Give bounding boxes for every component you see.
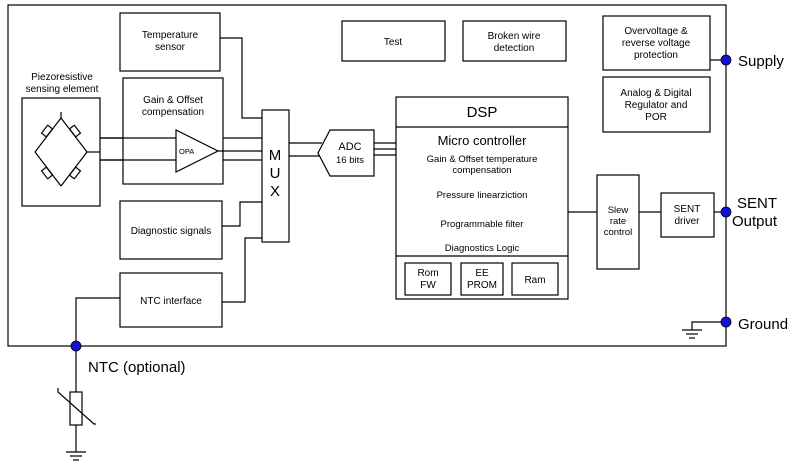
- wheatstone-bridge: [34, 112, 100, 187]
- regulator-block: [602, 76, 711, 133]
- slew-rate-block: [596, 174, 640, 270]
- opa-amplifier: [175, 129, 220, 173]
- ram-label: Ram: [524, 275, 545, 286]
- ntc-optional-label: NTC (optional): [88, 359, 186, 376]
- rom-label-1: Rom: [417, 268, 438, 279]
- temperature-sensor-block: [119, 12, 221, 72]
- temperature-sensor-label-1: Temperature: [142, 30, 199, 41]
- supply-pin: [720, 54, 732, 66]
- piezo-label-2: sensing element: [26, 84, 99, 95]
- ram-block: [511, 262, 559, 296]
- sent-output-label-1: SENT: [737, 195, 777, 212]
- broken-wire-block: [462, 20, 567, 62]
- slew-label-3: control: [604, 227, 633, 238]
- sent-driver-label-1: SENT: [674, 204, 701, 215]
- opa-label: OPA: [179, 147, 194, 156]
- diagnostic-signals-block: [119, 200, 223, 260]
- ground-label: Ground: [738, 316, 788, 333]
- regulator-label-3: POR: [645, 112, 667, 123]
- sent-driver-label-2: driver: [674, 216, 700, 227]
- mux-letter-u: U: [270, 165, 281, 182]
- overvoltage-label-2: reverse voltage: [622, 38, 691, 49]
- chip-boundary: [7, 4, 727, 347]
- overvoltage-block: [602, 15, 711, 71]
- eeprom-label-1: EE: [475, 268, 489, 279]
- overvoltage-label-1: Overvoltage &: [624, 26, 688, 37]
- adc-bits-label: 16 bits: [336, 155, 364, 166]
- ntc-ground-symbol: [66, 451, 86, 461]
- gain-temp-label-1: Gain & Offset temperature: [427, 154, 538, 165]
- ntc-thermistor-symbol: [57, 388, 96, 426]
- slew-label-2: rate: [610, 216, 626, 227]
- broken-wire-label-2: detection: [494, 43, 535, 54]
- ntc-interface-label: NTC interface: [140, 296, 202, 307]
- wire-ground-internal: [691, 321, 726, 330]
- adc-block: [317, 129, 375, 177]
- wire-temp-mux: [220, 37, 262, 119]
- ground-pin: [720, 316, 732, 328]
- sent-output-pin: [720, 206, 732, 218]
- gain-offset-label-2: compensation: [142, 107, 204, 118]
- sent-output-label-2: Output: [732, 213, 778, 230]
- overvoltage-label-3: protection: [634, 50, 678, 61]
- piezo-label-1: Piezoresistive: [31, 72, 93, 83]
- wire-ntc-external: [75, 297, 120, 346]
- gain-offset-label-1: Gain & Offset: [143, 95, 203, 106]
- pressure-linearization-label: Pressure linearziction: [437, 190, 528, 201]
- ntc-pin: [70, 340, 82, 352]
- dsp-title: DSP: [467, 104, 498, 121]
- regulator-label-1: Analog & Digital: [620, 88, 691, 99]
- test-block: [341, 20, 446, 62]
- gain-offset-block: [122, 77, 224, 185]
- wire-ntc-mux: [222, 237, 262, 303]
- eeprom-block: [460, 262, 504, 296]
- broken-wire-label-1: Broken wire: [488, 31, 541, 42]
- svg-text:MUX: MUX: [269, 147, 282, 200]
- gain-temp-label-2: compensation: [452, 165, 511, 176]
- micro-controller-title: Micro controller: [438, 133, 528, 148]
- mux-letter-m: M: [269, 147, 282, 164]
- test-label: Test: [384, 37, 403, 48]
- diagnostic-signals-label: Diagnostic signals: [131, 226, 212, 237]
- sent-driver-block: [660, 192, 715, 238]
- supply-label: Supply: [738, 53, 784, 70]
- mux-letter-x: X: [270, 183, 280, 200]
- programmable-filter-label: Programmable filter: [441, 219, 524, 230]
- eeprom-label-2: PROM: [467, 280, 497, 291]
- rom-fw-block: [404, 262, 452, 296]
- slew-label-1: Slew: [608, 205, 629, 216]
- rom-label-2: FW: [420, 280, 436, 291]
- diagnostics-logic-label: Diagnostics Logic: [445, 243, 520, 254]
- adc-label: ADC: [338, 141, 361, 153]
- temperature-sensor-label-2: sensor: [155, 42, 186, 53]
- wire-diag-mux: [222, 201, 262, 227]
- ntc-interface-block: [119, 272, 223, 328]
- mux-block: [261, 109, 290, 243]
- regulator-label-2: Regulator and: [625, 100, 688, 111]
